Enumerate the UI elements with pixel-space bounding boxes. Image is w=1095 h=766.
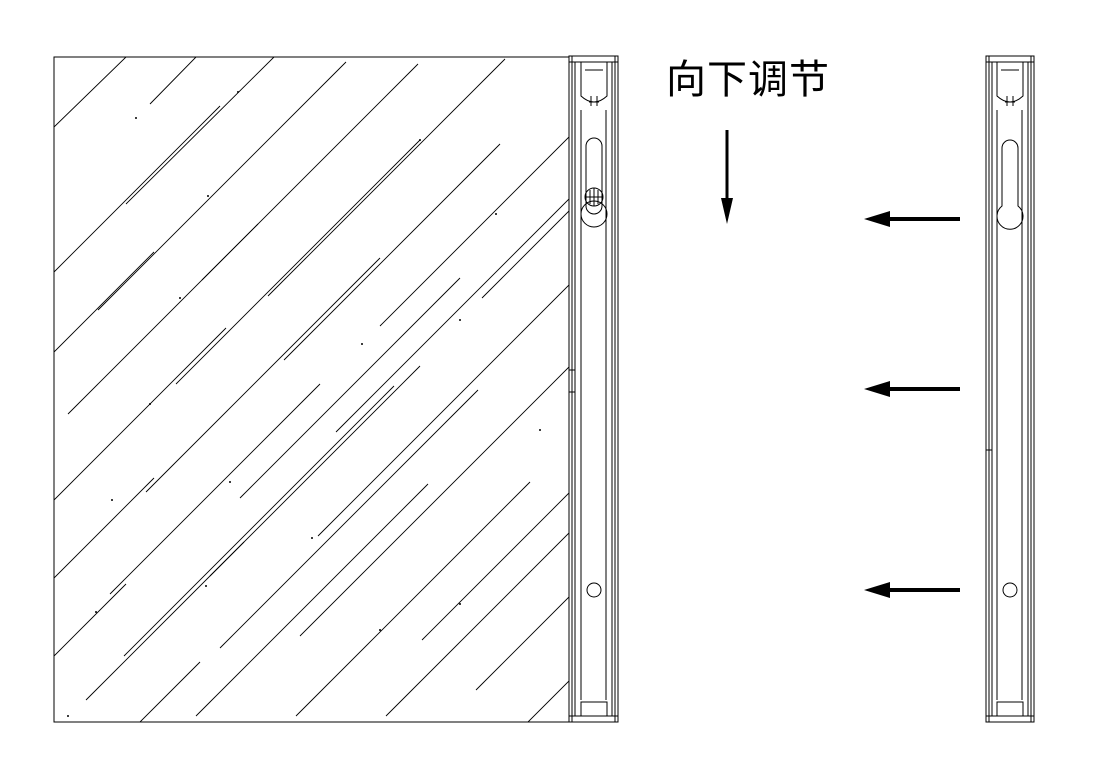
glass-hatching bbox=[54, 57, 569, 722]
left-bottom-cap bbox=[581, 702, 607, 716]
left-rail bbox=[569, 56, 618, 722]
right-rail bbox=[986, 56, 1034, 722]
right-lower-hole bbox=[1003, 583, 1017, 597]
left-arrow-icon bbox=[864, 582, 960, 598]
left-rail-outer bbox=[569, 56, 618, 722]
left-top-hook bbox=[581, 62, 607, 102]
right-bottom-cap bbox=[997, 702, 1023, 716]
right-top-hook bbox=[997, 62, 1023, 102]
glass-outline bbox=[54, 57, 569, 722]
left-arrow-icon bbox=[864, 211, 960, 227]
glass-dots bbox=[67, 91, 541, 717]
left-lower-hole bbox=[587, 583, 601, 597]
right-rail-outer bbox=[986, 56, 1034, 722]
screw-icon bbox=[585, 188, 603, 206]
down-arrow-icon bbox=[721, 130, 733, 224]
right-keyhole-slot bbox=[997, 140, 1023, 229]
left-adjust-slot bbox=[586, 138, 602, 214]
glass-panel bbox=[54, 57, 569, 722]
adjust-direction-label: 向下调节 bbox=[666, 57, 830, 103]
left-arrow-icon bbox=[864, 381, 960, 397]
